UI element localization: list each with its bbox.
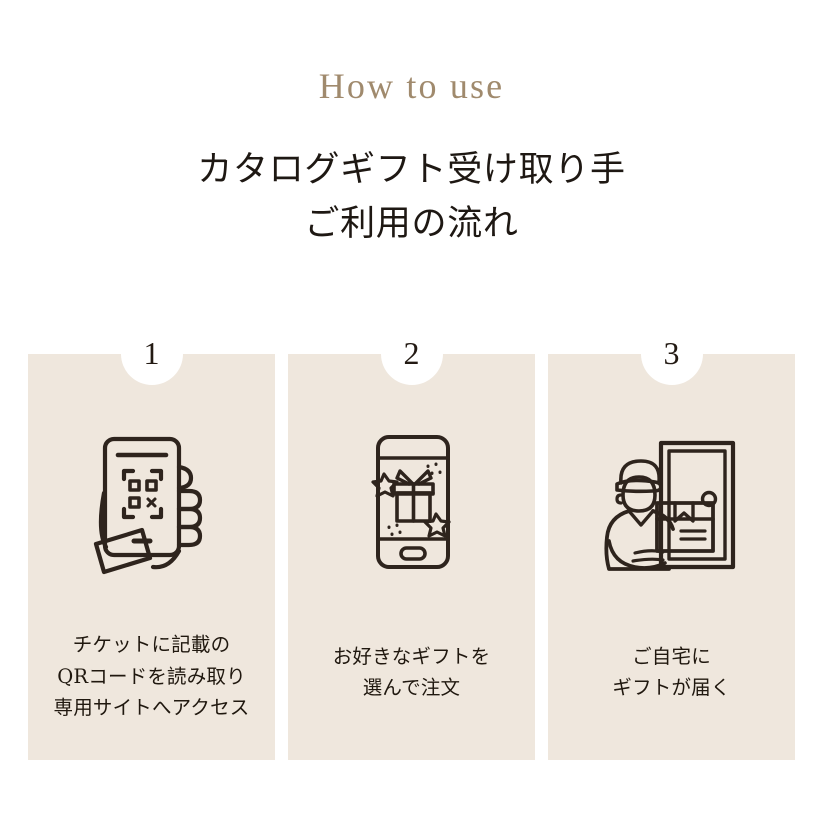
steps-list: 1 — [28, 323, 795, 760]
page-title: カタログギフト受け取り手 ご利用の流れ — [0, 143, 823, 252]
step-caption-3-line-2: ギフトが届く — [612, 676, 731, 700]
step-caption-2-line-2: 選んで注文 — [362, 676, 461, 700]
step-caption-1-line-3: 専用サイトへアクセス — [53, 696, 250, 720]
phone-gift-selection-icon — [288, 426, 535, 586]
step-caption-3: ご自宅に ギフトが届く — [548, 641, 795, 704]
step-caption-1: チケットに記載の QRコードを読み取り 専用サイトへアクセス — [28, 629, 275, 724]
step-number-badge-1: 1 — [120, 323, 183, 385]
step-number-badge-3: 3 — [640, 323, 703, 385]
step-caption-1-line-2: QRコードを読み取り — [57, 664, 246, 688]
step-card-3: 3 — [548, 323, 795, 760]
page-title-line-2: ご利用の流れ — [304, 204, 519, 245]
step-number-badge-2: 2 — [380, 323, 443, 385]
step-caption-1-line-1: チケットに記載の — [72, 633, 231, 657]
delivery-person-parcel-door-icon — [548, 426, 795, 586]
step-caption-2-line-1: お好きなギフトを — [332, 644, 491, 668]
step-caption-3-line-1: ご自宅に — [632, 644, 711, 668]
page-title-line-1: カタログギフト受け取り手 — [197, 150, 626, 190]
hand-holding-phone-qr-scan-icon — [28, 426, 275, 586]
step-card-1: 1 — [28, 323, 275, 760]
section-eyebrow: How to use — [318, 66, 505, 106]
step-card-2: 2 — [288, 323, 535, 760]
step-caption-2: お好きなギフトを 選んで注文 — [288, 641, 535, 704]
